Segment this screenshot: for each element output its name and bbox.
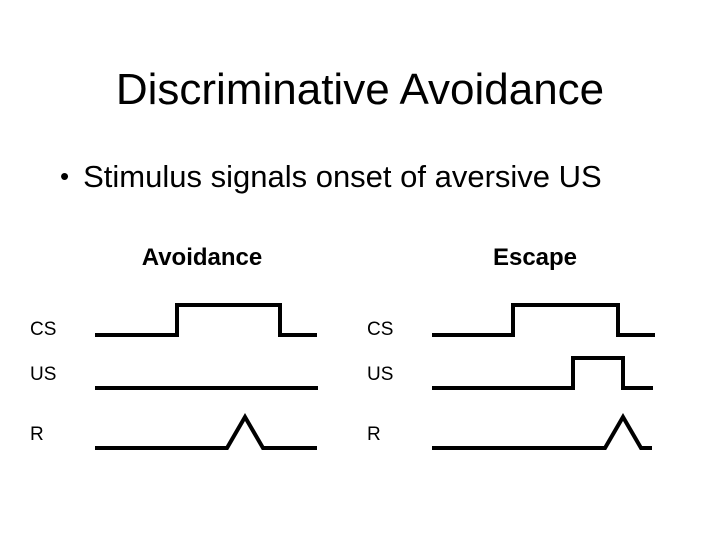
bullet-marker-icon: • bbox=[60, 161, 70, 191]
escape-cs-trace bbox=[432, 303, 655, 337]
escape-r-trace bbox=[432, 413, 652, 450]
row-label-avoidance-r: R bbox=[30, 424, 44, 445]
row-label-escape-cs: CS bbox=[367, 319, 394, 340]
bullet-item: • Stimulus signals onset of aversive US bbox=[60, 159, 602, 194]
row-label-avoidance-us: US bbox=[30, 364, 57, 385]
avoidance-cs-trace bbox=[95, 303, 317, 337]
row-label-avoidance-cs: CS bbox=[30, 319, 57, 340]
bullet-text: Stimulus signals onset of aversive US bbox=[83, 159, 602, 194]
slide-title: Discriminative Avoidance bbox=[115, 65, 605, 114]
panel-heading-escape: Escape bbox=[492, 244, 578, 271]
row-label-escape-r: R bbox=[367, 424, 381, 445]
avoidance-r-trace bbox=[95, 413, 317, 450]
panel-heading-avoidance: Avoidance bbox=[141, 244, 263, 271]
row-label-escape-us: US bbox=[367, 364, 394, 385]
escape-us-trace bbox=[432, 356, 653, 390]
